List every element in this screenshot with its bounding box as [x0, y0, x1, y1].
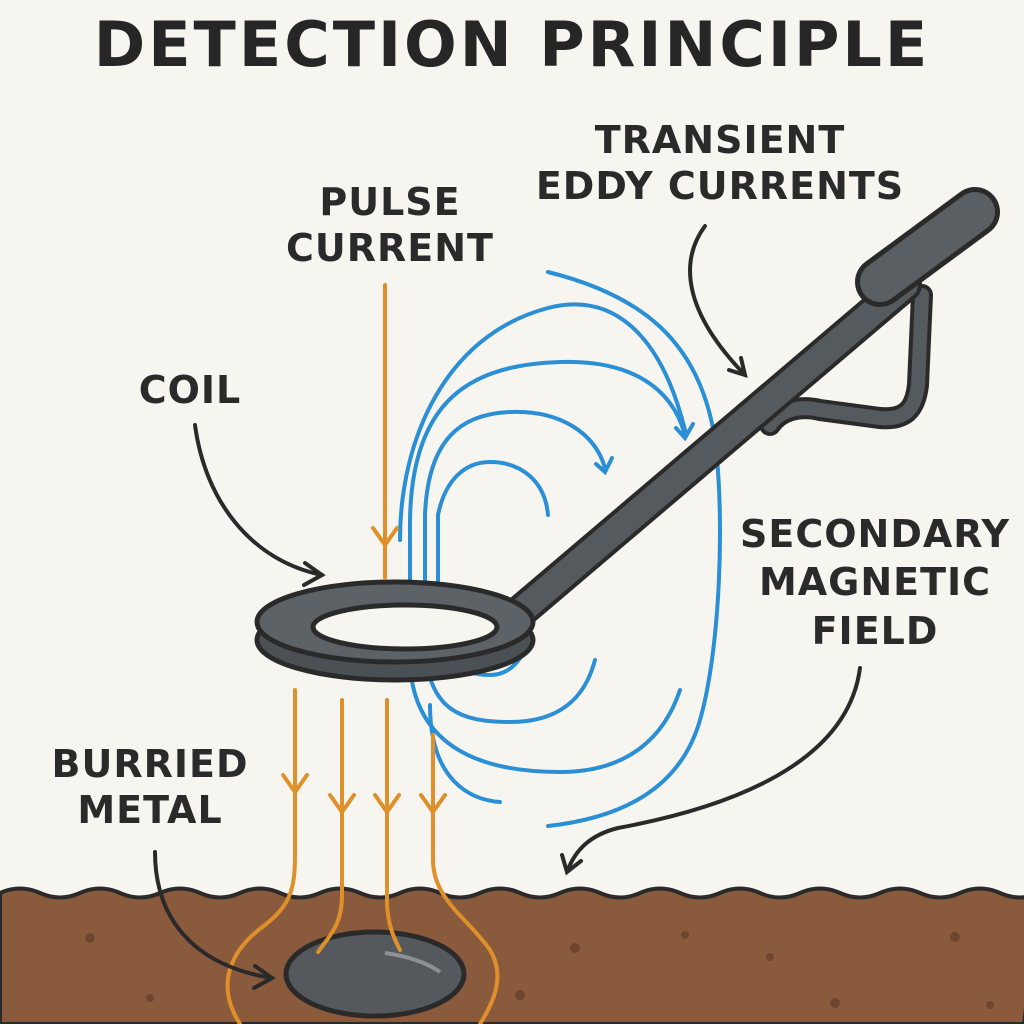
field-loop-1 [436, 459, 550, 678]
leader-arrows [153, 224, 862, 990]
label-coil: COIL [138, 368, 242, 412]
label-buried-metal: BURRIED METAL [51, 742, 249, 832]
field-loop-5 [398, 302, 687, 542]
coil-pointer [193, 423, 324, 577]
magnetic-field-loops [398, 270, 722, 828]
soil-pebbles [85, 931, 994, 1009]
buried-metal-object [283, 929, 467, 1019]
search-coil [254, 579, 536, 683]
diagram-title: DETECTION PRINCIPLE [93, 8, 931, 81]
field-loop-4 [546, 270, 722, 828]
pulse-line-3 [385, 698, 402, 952]
buried-pointer [153, 850, 274, 980]
detector-handle [503, 187, 1000, 629]
field-loop-6 [428, 703, 502, 804]
pulse-current-lines [225, 283, 500, 1024]
pulse-line-1 [225, 688, 297, 1024]
secondary-pointer [565, 666, 862, 874]
label-pulse-current: PULSE CURRENT [286, 180, 494, 270]
field-loop-2 [423, 409, 607, 725]
soil-ground [0, 886, 1024, 1024]
eddy-pointer [688, 224, 747, 377]
field-loop-3 [408, 359, 687, 775]
pulse-line-2 [316, 698, 344, 954]
label-transient-eddy-currents: TRANSIENT EDDY CURRENTS [535, 118, 905, 208]
pulse-line-4 [431, 733, 500, 1024]
label-secondary-magnetic-field: SECONDARY MAGNETIC FIELD [740, 512, 1010, 653]
